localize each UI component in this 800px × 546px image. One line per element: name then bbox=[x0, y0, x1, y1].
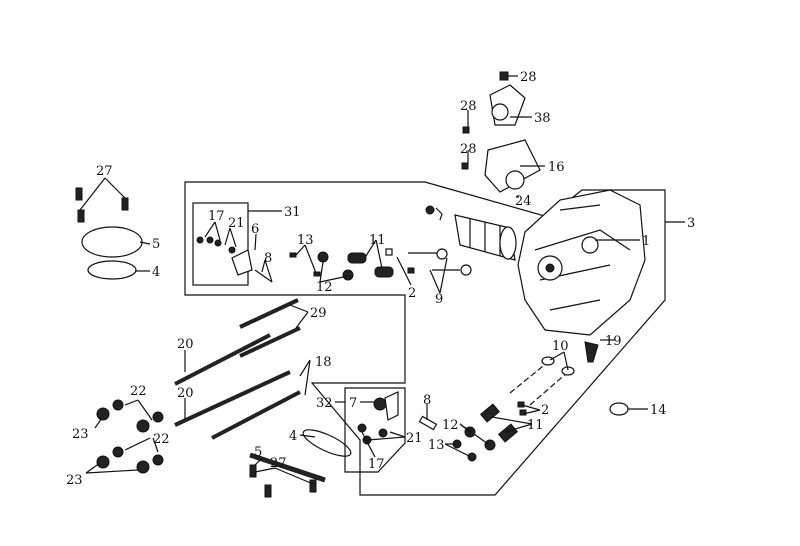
callout-10: 10 bbox=[552, 339, 569, 354]
callout-5-left: 5 bbox=[152, 237, 160, 252]
callout-7: 7 bbox=[349, 396, 357, 411]
valves-lower bbox=[357, 341, 629, 462]
nuts-part bbox=[96, 399, 164, 474]
callout-4-left: 4 bbox=[152, 265, 160, 280]
rocker-assembly-part bbox=[196, 236, 273, 283]
callout-12-lower: 12 bbox=[442, 418, 459, 433]
crankcase-part bbox=[517, 189, 646, 336]
callout-12-upper: 12 bbox=[316, 280, 333, 295]
callout-29: 29 bbox=[310, 306, 327, 321]
callout-2-upper: 2 bbox=[408, 286, 416, 301]
thermostat-part bbox=[461, 71, 541, 193]
callout-13-lower: 13 bbox=[428, 438, 445, 453]
callout-11-upper: 11 bbox=[369, 233, 386, 248]
callout-16: 16 bbox=[548, 160, 565, 175]
callout-28-low: 28 bbox=[460, 142, 477, 157]
studs-part bbox=[174, 298, 301, 440]
callout-22-lower: 22 bbox=[153, 432, 170, 447]
callout-27-top: 27 bbox=[96, 164, 113, 179]
callout-11-lower: 11 bbox=[527, 418, 544, 433]
callout-28-top: 28 bbox=[520, 70, 537, 85]
callout-28-mid: 28 bbox=[460, 99, 477, 114]
callout-1: 1 bbox=[642, 234, 650, 249]
callout-14: 14 bbox=[650, 403, 667, 418]
callout-6: 6 bbox=[251, 222, 259, 237]
callout-20-lower: 20 bbox=[177, 386, 194, 401]
callout-27-lower: 27 bbox=[270, 456, 287, 471]
callout-18: 18 bbox=[315, 355, 332, 370]
callout-8-lower: 8 bbox=[423, 393, 431, 408]
callout-19: 19 bbox=[605, 334, 622, 349]
callout-22-upper: 22 bbox=[130, 384, 147, 399]
callout-32: 32 bbox=[316, 396, 333, 411]
cover-gasket-left bbox=[75, 187, 143, 280]
callout-5-lower: 5 bbox=[254, 445, 262, 460]
callout-2-lower: 2 bbox=[541, 403, 549, 418]
callout-23-upper: 23 bbox=[72, 427, 89, 442]
leader-lines bbox=[79, 75, 685, 485]
callout-31: 31 bbox=[284, 205, 301, 220]
callout-23-lower: 23 bbox=[66, 473, 83, 488]
callout-21-lower: 21 bbox=[406, 431, 423, 446]
callout-38: 38 bbox=[534, 111, 551, 126]
group-box-32 bbox=[344, 387, 406, 473]
valve-springs-upper bbox=[289, 205, 472, 281]
callout-20-upper: 20 bbox=[177, 337, 194, 352]
part-callouts: 28 38 28 28 16 24 27 5 4 31 17 21 6 8 13… bbox=[66, 70, 695, 488]
callout-9: 9 bbox=[435, 292, 443, 307]
callout-8-upper: 8 bbox=[264, 251, 272, 266]
callout-4-lower: 4 bbox=[289, 429, 297, 444]
group-box-31 bbox=[192, 202, 249, 286]
callout-17-upper: 17 bbox=[208, 209, 225, 224]
callout-13-upper: 13 bbox=[297, 233, 314, 248]
camshaft-part bbox=[454, 214, 517, 261]
callout-17-lower: 17 bbox=[368, 457, 385, 472]
callout-3: 3 bbox=[687, 216, 695, 231]
callout-24: 24 bbox=[515, 194, 532, 209]
gasket-cover-bottom bbox=[249, 429, 352, 498]
callout-21-upper: 21 bbox=[228, 216, 245, 231]
